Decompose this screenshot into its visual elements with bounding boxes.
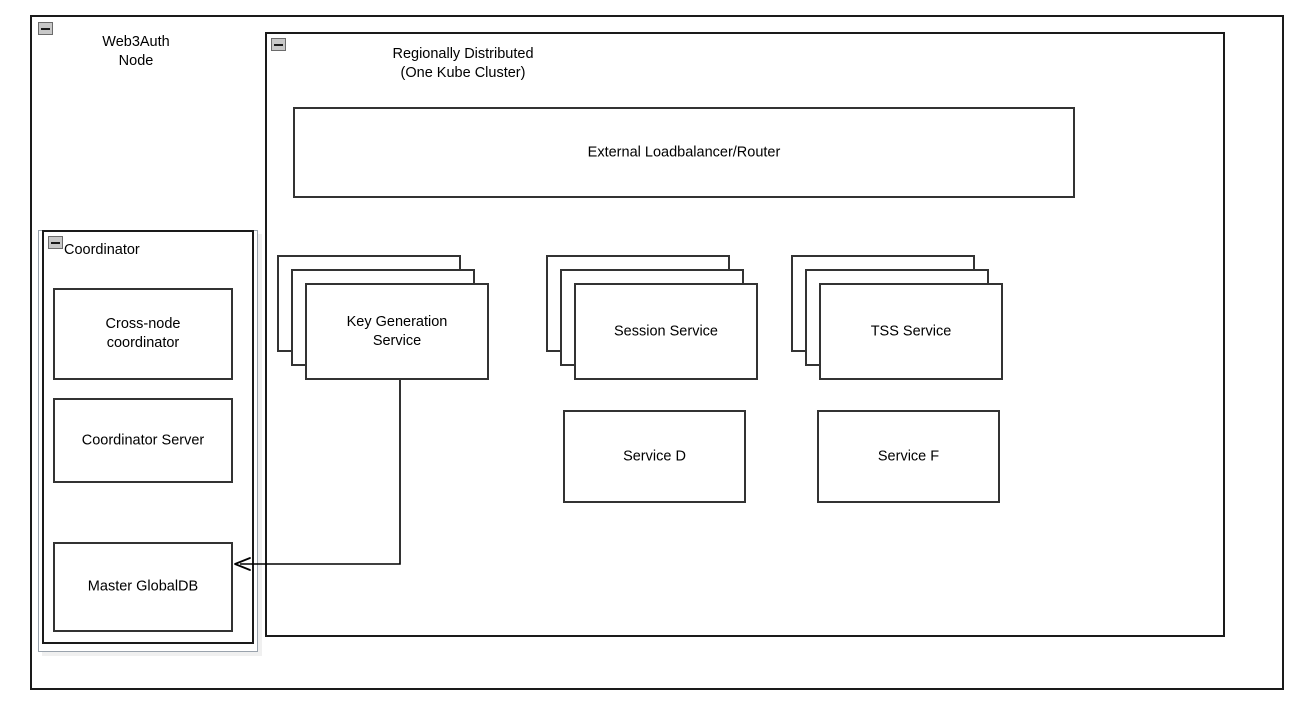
node-label-external-loadbalancer: External Loadbalancer/Router xyxy=(587,144,781,160)
node-service-d[interactable]: Service D xyxy=(563,410,746,503)
stack-layer-front[interactable]: TSS Service xyxy=(819,283,1003,380)
node-service-f[interactable]: Service F xyxy=(817,410,1000,503)
collapse-icon-coordinator[interactable] xyxy=(48,236,63,249)
node-label-cross-node-coordinator: Cross-node coordinator xyxy=(105,316,181,351)
node-label-tss-service: TSS Service xyxy=(870,323,952,339)
node-label-service-f: Service F xyxy=(877,448,940,464)
node-cross-node-coordinator[interactable]: Cross-node coordinator xyxy=(53,288,233,380)
node-master-globaldb[interactable]: Master GlobalDB xyxy=(53,542,233,632)
stack-layer-front[interactable]: Key Generation Service xyxy=(305,283,489,380)
node-label-coordinator-server: Coordinator Server xyxy=(81,432,205,448)
node-key-generation-service[interactable]: Key Generation Service xyxy=(277,255,489,380)
node-label-service-d: Service D xyxy=(623,448,686,464)
stack-layer-front[interactable]: Session Service xyxy=(574,283,758,380)
node-tss-service[interactable]: TSS Service xyxy=(791,255,1003,380)
node-external-loadbalancer[interactable]: External Loadbalancer/Router xyxy=(293,107,1075,198)
collapse-icon-web3auth-node[interactable] xyxy=(38,22,53,35)
collapse-icon-kube-cluster[interactable] xyxy=(271,38,286,51)
node-label-master-globaldb: Master GlobalDB xyxy=(87,578,199,595)
node-label-key-generation-service: Key Generation Service xyxy=(346,313,448,349)
node-label-session-service: Session Service xyxy=(614,323,718,339)
node-coordinator-server[interactable]: Coordinator Server xyxy=(53,398,233,483)
node-session-service[interactable]: Session Service xyxy=(546,255,758,380)
